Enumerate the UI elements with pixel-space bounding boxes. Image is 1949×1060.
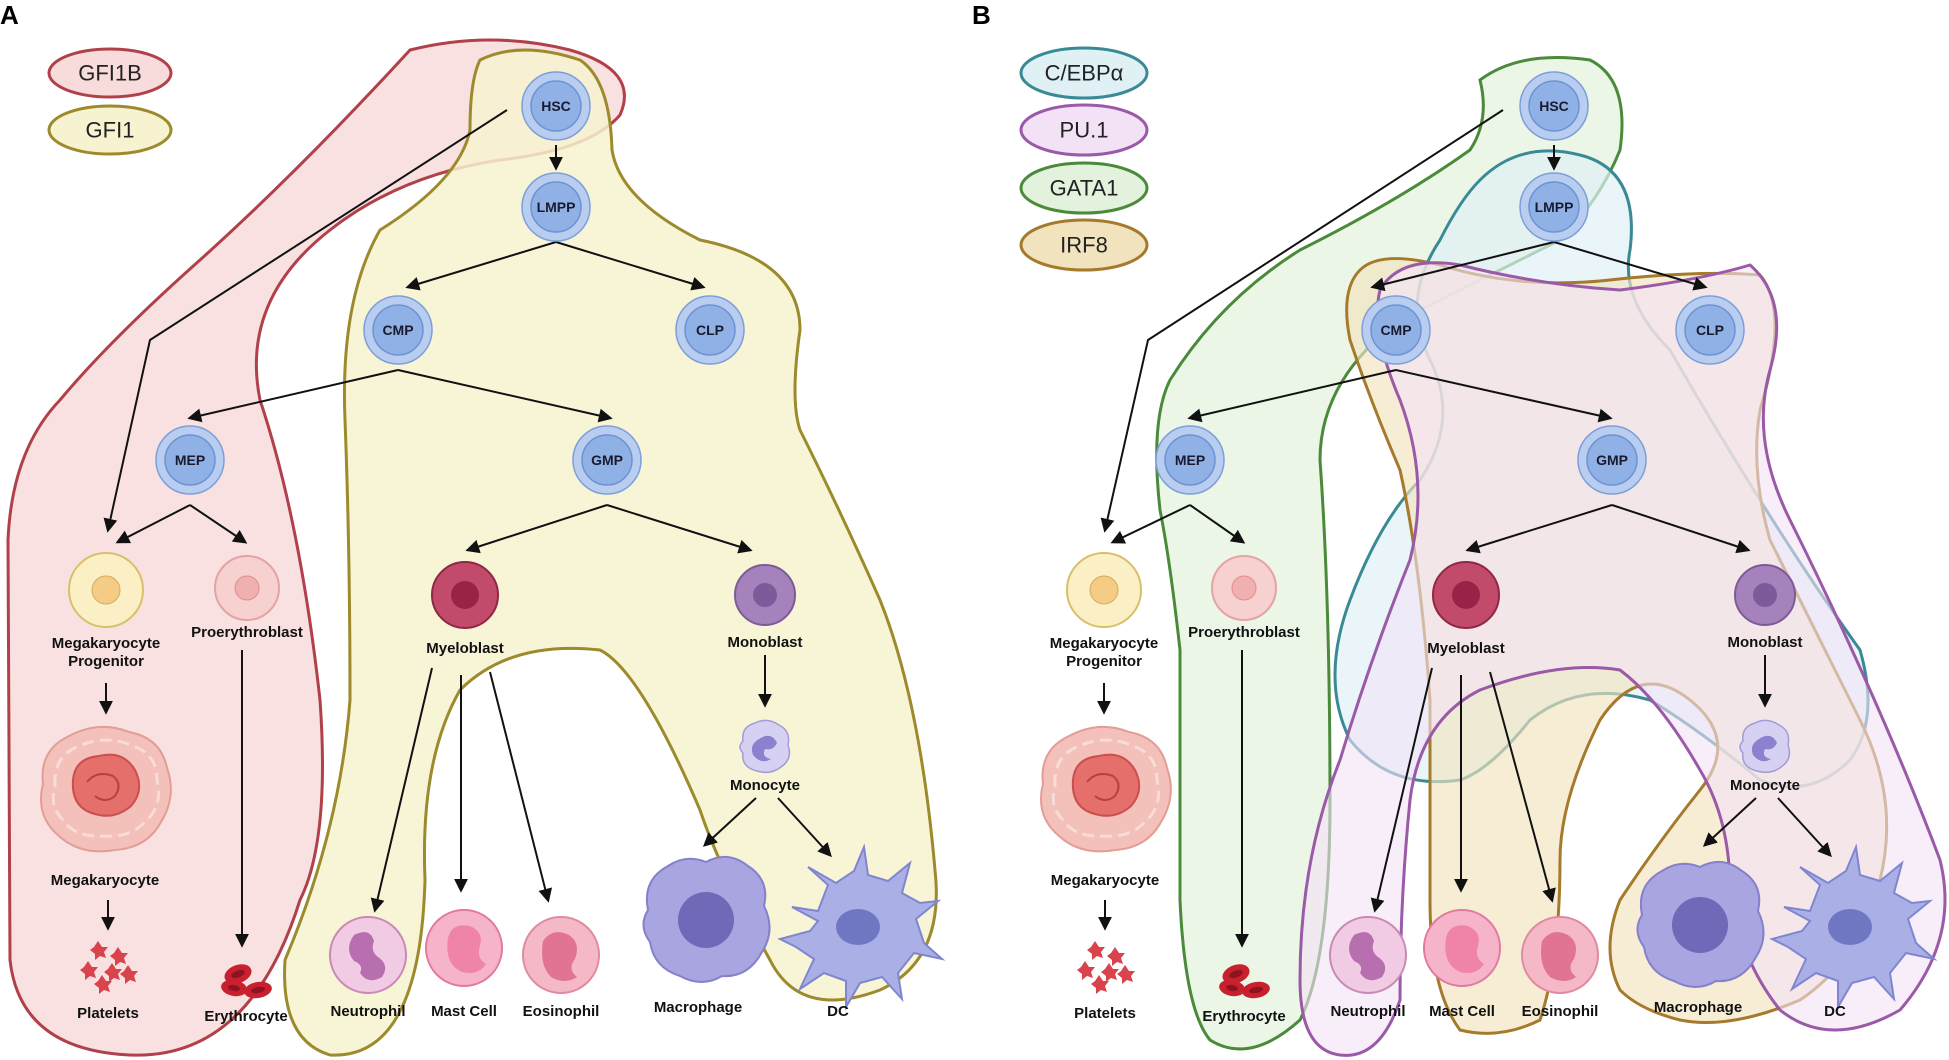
dc-label-b: DC — [1824, 1003, 1846, 1020]
node-cmp-a: CMP — [363, 295, 433, 365]
eosinophil-b — [1521, 916, 1599, 994]
svg-text:LMPP: LMPP — [537, 199, 576, 215]
legend-pu1: PU.1 — [1019, 103, 1149, 157]
monoblast-b — [1734, 564, 1796, 626]
macrophage-label-a: Macrophage — [654, 999, 742, 1016]
mast-cell-label-b: Mast Cell — [1429, 1003, 1495, 1020]
legend-irf8: IRF8 — [1019, 218, 1149, 272]
macrophage-label-b: Macrophage — [1654, 999, 1742, 1016]
monocyte-a — [739, 719, 791, 774]
svg-text:GATA1: GATA1 — [1050, 176, 1119, 201]
svg-text:GFI1: GFI1 — [86, 118, 135, 143]
megakaryocyte-b — [1039, 725, 1173, 853]
arrows-a — [99, 109, 832, 948]
pu1-region — [1298, 261, 1947, 1057]
dc-label-a: DC — [827, 1003, 849, 1020]
monocyte-label-a: Monocyte — [730, 777, 800, 794]
neutrophil-a — [329, 916, 407, 994]
legend-gfi1b: GFI1B — [47, 47, 173, 99]
mk-progenitor-label-1-a: Megakaryocyte — [52, 635, 160, 652]
mast-cell-a — [425, 909, 503, 987]
svg-text:GMP: GMP — [591, 452, 623, 468]
mk-progenitor-label-2-a: Progenitor — [68, 653, 144, 670]
megakaryocyte-a — [39, 725, 173, 853]
proerythroblast-a — [214, 555, 280, 621]
node-gmp-a: GMP — [572, 425, 642, 495]
macrophage-a — [642, 855, 771, 983]
legend-gata1: GATA1 — [1019, 161, 1149, 215]
eosinophil-label-b: Eosinophil — [1522, 1003, 1599, 1020]
node-lmpp-b: LMPP — [1519, 172, 1589, 242]
svg-text:CLP: CLP — [1696, 322, 1724, 338]
monocyte-b — [1739, 719, 1791, 774]
panel-a: A GFI1B GFI1 — [0, 0, 943, 1057]
svg-text:C/EBPα: C/EBPα — [1045, 61, 1124, 86]
mk-progenitor-b — [1066, 552, 1142, 628]
panel-b: B C/EBPα PU.1 GATA1 IRF8 — [972, 0, 1947, 1057]
eosinophil-label-a: Eosinophil — [523, 1003, 600, 1020]
svg-text:MEP: MEP — [1175, 452, 1205, 468]
erythrocyte-label-b: Erythrocyte — [1202, 1008, 1285, 1025]
mast-cell-label-a: Mast Cell — [431, 1003, 497, 1020]
legend-gfi1: GFI1 — [47, 104, 173, 156]
svg-text:PU.1: PU.1 — [1060, 118, 1109, 143]
legend-cebpa: C/EBPα — [1019, 46, 1149, 100]
monocyte-label-b: Monocyte — [1730, 777, 1800, 794]
svg-text:CMP: CMP — [382, 322, 413, 338]
svg-text:IRF8: IRF8 — [1060, 233, 1108, 258]
mast-cell-b — [1423, 909, 1501, 987]
node-cmp-b: CMP — [1361, 295, 1431, 365]
neutrophil-label-b: Neutrophil — [1331, 1003, 1406, 1020]
node-hsc-a: HSC — [521, 71, 591, 141]
monoblast-label-b: Monoblast — [1728, 634, 1803, 651]
mk-progenitor-label-2-b: Progenitor — [1066, 653, 1142, 670]
node-mep-b: MEP — [1155, 425, 1225, 495]
neutrophil-b — [1329, 916, 1407, 994]
gfi1-region — [283, 48, 938, 1057]
neutrophil-label-a: Neutrophil — [331, 1003, 406, 1020]
arrows-b — [1097, 109, 1832, 948]
node-clp-a: CLP — [675, 295, 745, 365]
proerythroblast-label-b: Proerythroblast — [1188, 624, 1300, 641]
myeloblast-label-b: Myeloblast — [1427, 640, 1505, 657]
node-clp-b: CLP — [1675, 295, 1745, 365]
node-lmpp-a: LMPP — [521, 172, 591, 242]
svg-text:HSC: HSC — [1539, 98, 1569, 114]
node-gmp-b: GMP — [1577, 425, 1647, 495]
eosinophil-a — [522, 916, 600, 994]
svg-text:HSC: HSC — [541, 98, 571, 114]
macrophage-b — [1636, 860, 1765, 988]
proerythroblast-label-a: Proerythroblast — [191, 624, 303, 641]
svg-text:LMPP: LMPP — [1535, 199, 1574, 215]
platelets-label-a: Platelets — [77, 1005, 139, 1022]
svg-text:GFI1B: GFI1B — [78, 61, 142, 86]
platelets-label-b: Platelets — [1074, 1005, 1136, 1022]
mk-progenitor-label-1-b: Megakaryocyte — [1050, 635, 1158, 652]
myeloblast-label-a: Myeloblast — [426, 640, 504, 657]
monoblast-label-a: Monoblast — [728, 634, 803, 651]
svg-text:GMP: GMP — [1596, 452, 1628, 468]
panel-b-letter: B — [972, 0, 991, 30]
platelets-b — [1077, 941, 1135, 994]
svg-text:MEP: MEP — [175, 452, 205, 468]
node-mep-a: MEP — [155, 425, 225, 495]
node-hsc-b: HSC — [1519, 71, 1589, 141]
svg-text:CMP: CMP — [1380, 322, 1411, 338]
megakaryocyte-label-a: Megakaryocyte — [51, 872, 159, 889]
myeloblast-a — [431, 561, 499, 629]
myeloblast-b — [1432, 561, 1500, 629]
svg-text:CLP: CLP — [696, 322, 724, 338]
panel-a-letter: A — [0, 0, 19, 30]
erythrocyte-label-a: Erythrocyte — [204, 1008, 287, 1025]
mk-progenitor-a — [68, 552, 144, 628]
megakaryocyte-label-b: Megakaryocyte — [1051, 872, 1159, 889]
proerythroblast-b — [1211, 555, 1277, 621]
monoblast-a — [734, 564, 796, 626]
